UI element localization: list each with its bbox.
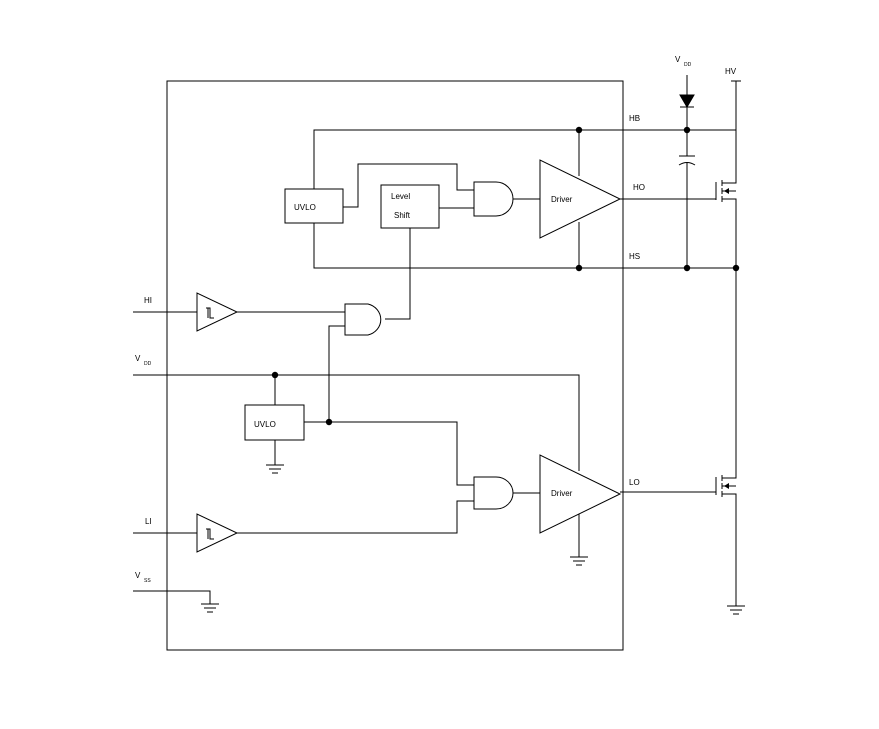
hi-schmitt-buffer — [196, 292, 239, 332]
and-gate-high — [473, 181, 514, 217]
uvlo-high-label: UVLO — [294, 203, 316, 212]
pin-label-vss-main: V — [135, 571, 141, 580]
pin-label-vdd-main: V — [135, 354, 141, 363]
junction-dot — [683, 126, 691, 134]
li-buffer-to-and-wire — [237, 500, 474, 534]
low-side-mosfet-icon — [715, 475, 737, 606]
vss-ground-icon — [201, 603, 219, 613]
uvlo-high-to-and-wire — [343, 163, 474, 208]
pin-label-hv: HV — [725, 67, 737, 76]
level-shift-label-2: Shift — [394, 211, 411, 220]
bootstrap-diode-icon — [679, 94, 695, 108]
pin-label-hi: HI — [144, 296, 152, 305]
pin-label-ho: HO — [633, 183, 645, 192]
hi-hysteresis-icon — [206, 307, 214, 319]
pin-label-vss-sub: SS — [144, 578, 151, 584]
level-shift-block — [380, 184, 440, 229]
pin-label-vdd-sub: DD — [144, 361, 152, 367]
uvlo-low-block — [244, 404, 305, 441]
pin-label-hs: HS — [629, 252, 640, 261]
power-ground-icon — [727, 605, 745, 615]
junction-dot — [325, 418, 333, 426]
pin-label-li: LI — [145, 517, 152, 526]
vdd-rail-wire — [133, 374, 580, 471]
driver-low-triangle — [539, 454, 622, 534]
and-hi-to-level-shift-wire — [385, 228, 411, 320]
pin-label-hb: HB — [629, 114, 640, 123]
li-schmitt-buffer — [196, 513, 239, 553]
pin-label-lo: LO — [629, 478, 640, 487]
driver-low-ground-icon — [570, 556, 588, 566]
hs-rail-wire — [313, 223, 736, 269]
uvlo-low-to-and-hi-wire — [328, 325, 345, 422]
pin-label-vdd-top-sub: DD — [684, 62, 692, 68]
driver-high-label: Driver — [551, 195, 573, 204]
junction-dot — [732, 264, 740, 272]
and-gate-hi — [344, 303, 382, 336]
junction-dot — [575, 126, 583, 134]
level-shift-label-1: Level — [391, 192, 410, 201]
driver-high-triangle — [539, 159, 622, 239]
uvlo-low-label: UVLO — [254, 420, 276, 429]
uvlo-low-to-and-low-wire — [304, 421, 474, 486]
junction-dot — [575, 264, 583, 272]
ic-package-outline — [166, 80, 624, 651]
and-gate-low — [473, 476, 514, 510]
junction-dot — [683, 264, 691, 272]
li-hysteresis-icon — [206, 528, 214, 540]
high-side-mosfet-icon — [715, 175, 737, 268]
vss-wire — [133, 590, 211, 604]
driver-low-label: Driver — [551, 489, 573, 498]
pin-label-vdd-top-main: V — [675, 55, 681, 64]
uvlo-high-block — [284, 188, 344, 224]
junction-dot — [271, 371, 279, 379]
hb-rail-wire — [313, 129, 736, 189]
uvlo-low-ground-icon — [266, 464, 284, 474]
